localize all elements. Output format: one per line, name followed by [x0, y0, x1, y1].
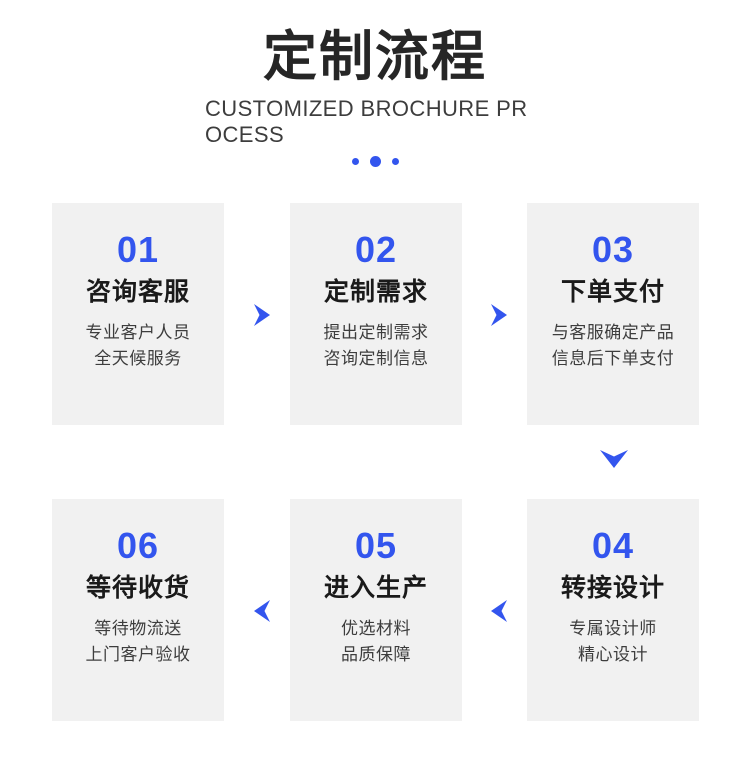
step-title: 等待收货: [85, 574, 190, 602]
step-card[interactable]: 06 等待收货 等待物流送 上门客户验收: [52, 499, 224, 721]
process-row-bottom: 06 等待收货 等待物流送 上门客户验收 05 进入生产 优选材料 品质保障: [52, 499, 699, 721]
step-description-line: 专属设计师: [569, 619, 657, 638]
arrow-down-icon: [597, 444, 631, 474]
process-row-top: 01 咨询客服 专业客户人员 全天候服务 02 定制需求 提出定制需求 咨询定制…: [52, 203, 699, 468]
step-card[interactable]: 02 定制需求 提出定制需求 咨询定制信息: [290, 203, 462, 425]
arrow-right-icon: [247, 300, 277, 330]
step-card[interactable]: 03 下单支付 与客服确定产品 信息后下单支付: [527, 203, 699, 425]
dot-icon: [369, 155, 381, 167]
step-description-line: 咨询定制信息: [323, 349, 429, 368]
step-description-line: 上门客户验收: [85, 645, 191, 664]
page-title: 定制流程: [263, 27, 487, 87]
step-description: 等待物流送 上门客户验收: [52, 616, 224, 668]
step-description-line: 精心设计: [578, 645, 648, 664]
step-title: 定制需求: [323, 278, 428, 306]
arrow-right-icon: [484, 300, 514, 330]
step-description: 与客服确定产品 信息后下单支付: [527, 320, 699, 372]
step-title: 咨询客服: [85, 278, 190, 306]
step-number: 06: [116, 525, 160, 566]
step-description-line: 提出定制需求: [323, 323, 429, 342]
step-description: 专属设计师 精心设计: [527, 616, 699, 668]
step-description: 优选材料 品质保障: [290, 616, 462, 668]
step-number: 01: [116, 229, 160, 270]
arrow-left-icon: [484, 596, 514, 626]
step-description-line: 专业客户人员: [85, 323, 191, 342]
step-description-line: 全天候服务: [94, 349, 182, 368]
step-number: 02: [354, 229, 398, 270]
step-number: 04: [591, 525, 635, 566]
step-title: 下单支付: [560, 278, 665, 306]
process-steps: 01 咨询客服 专业客户人员 全天候服务 02 定制需求 提出定制需求 咨询定制…: [52, 203, 699, 721]
step-card[interactable]: 05 进入生产 优选材料 品质保障: [290, 499, 462, 721]
step-title: 转接设计: [560, 574, 665, 602]
step-description-line: 信息后下单支付: [551, 349, 675, 368]
dot-icon: [351, 157, 359, 165]
page-header: 定制流程 CUSTOMIZED BROCHURE PROCESS: [0, 0, 750, 168]
step-card[interactable]: 04 转接设计 专属设计师 精心设计: [527, 499, 699, 721]
page-subtitle: CUSTOMIZED BROCHURE PROCESS: [205, 96, 528, 147]
step-description-line: 优选材料: [341, 619, 411, 638]
step-card[interactable]: 01 咨询客服 专业客户人员 全天候服务: [52, 203, 224, 425]
step-number: 05: [354, 525, 398, 566]
step-description-line: 与客服确定产品: [551, 323, 675, 342]
decorative-dots: [0, 154, 750, 168]
step-description: 专业客户人员 全天候服务: [52, 320, 224, 372]
step-number: 03: [591, 229, 635, 270]
step-description-line: 品质保障: [341, 645, 411, 664]
dot-icon: [391, 157, 399, 165]
step-description: 提出定制需求 咨询定制信息: [290, 320, 462, 372]
step-description-line: 等待物流送: [94, 619, 182, 638]
step-title: 进入生产: [323, 574, 428, 602]
arrow-left-icon: [247, 596, 277, 626]
